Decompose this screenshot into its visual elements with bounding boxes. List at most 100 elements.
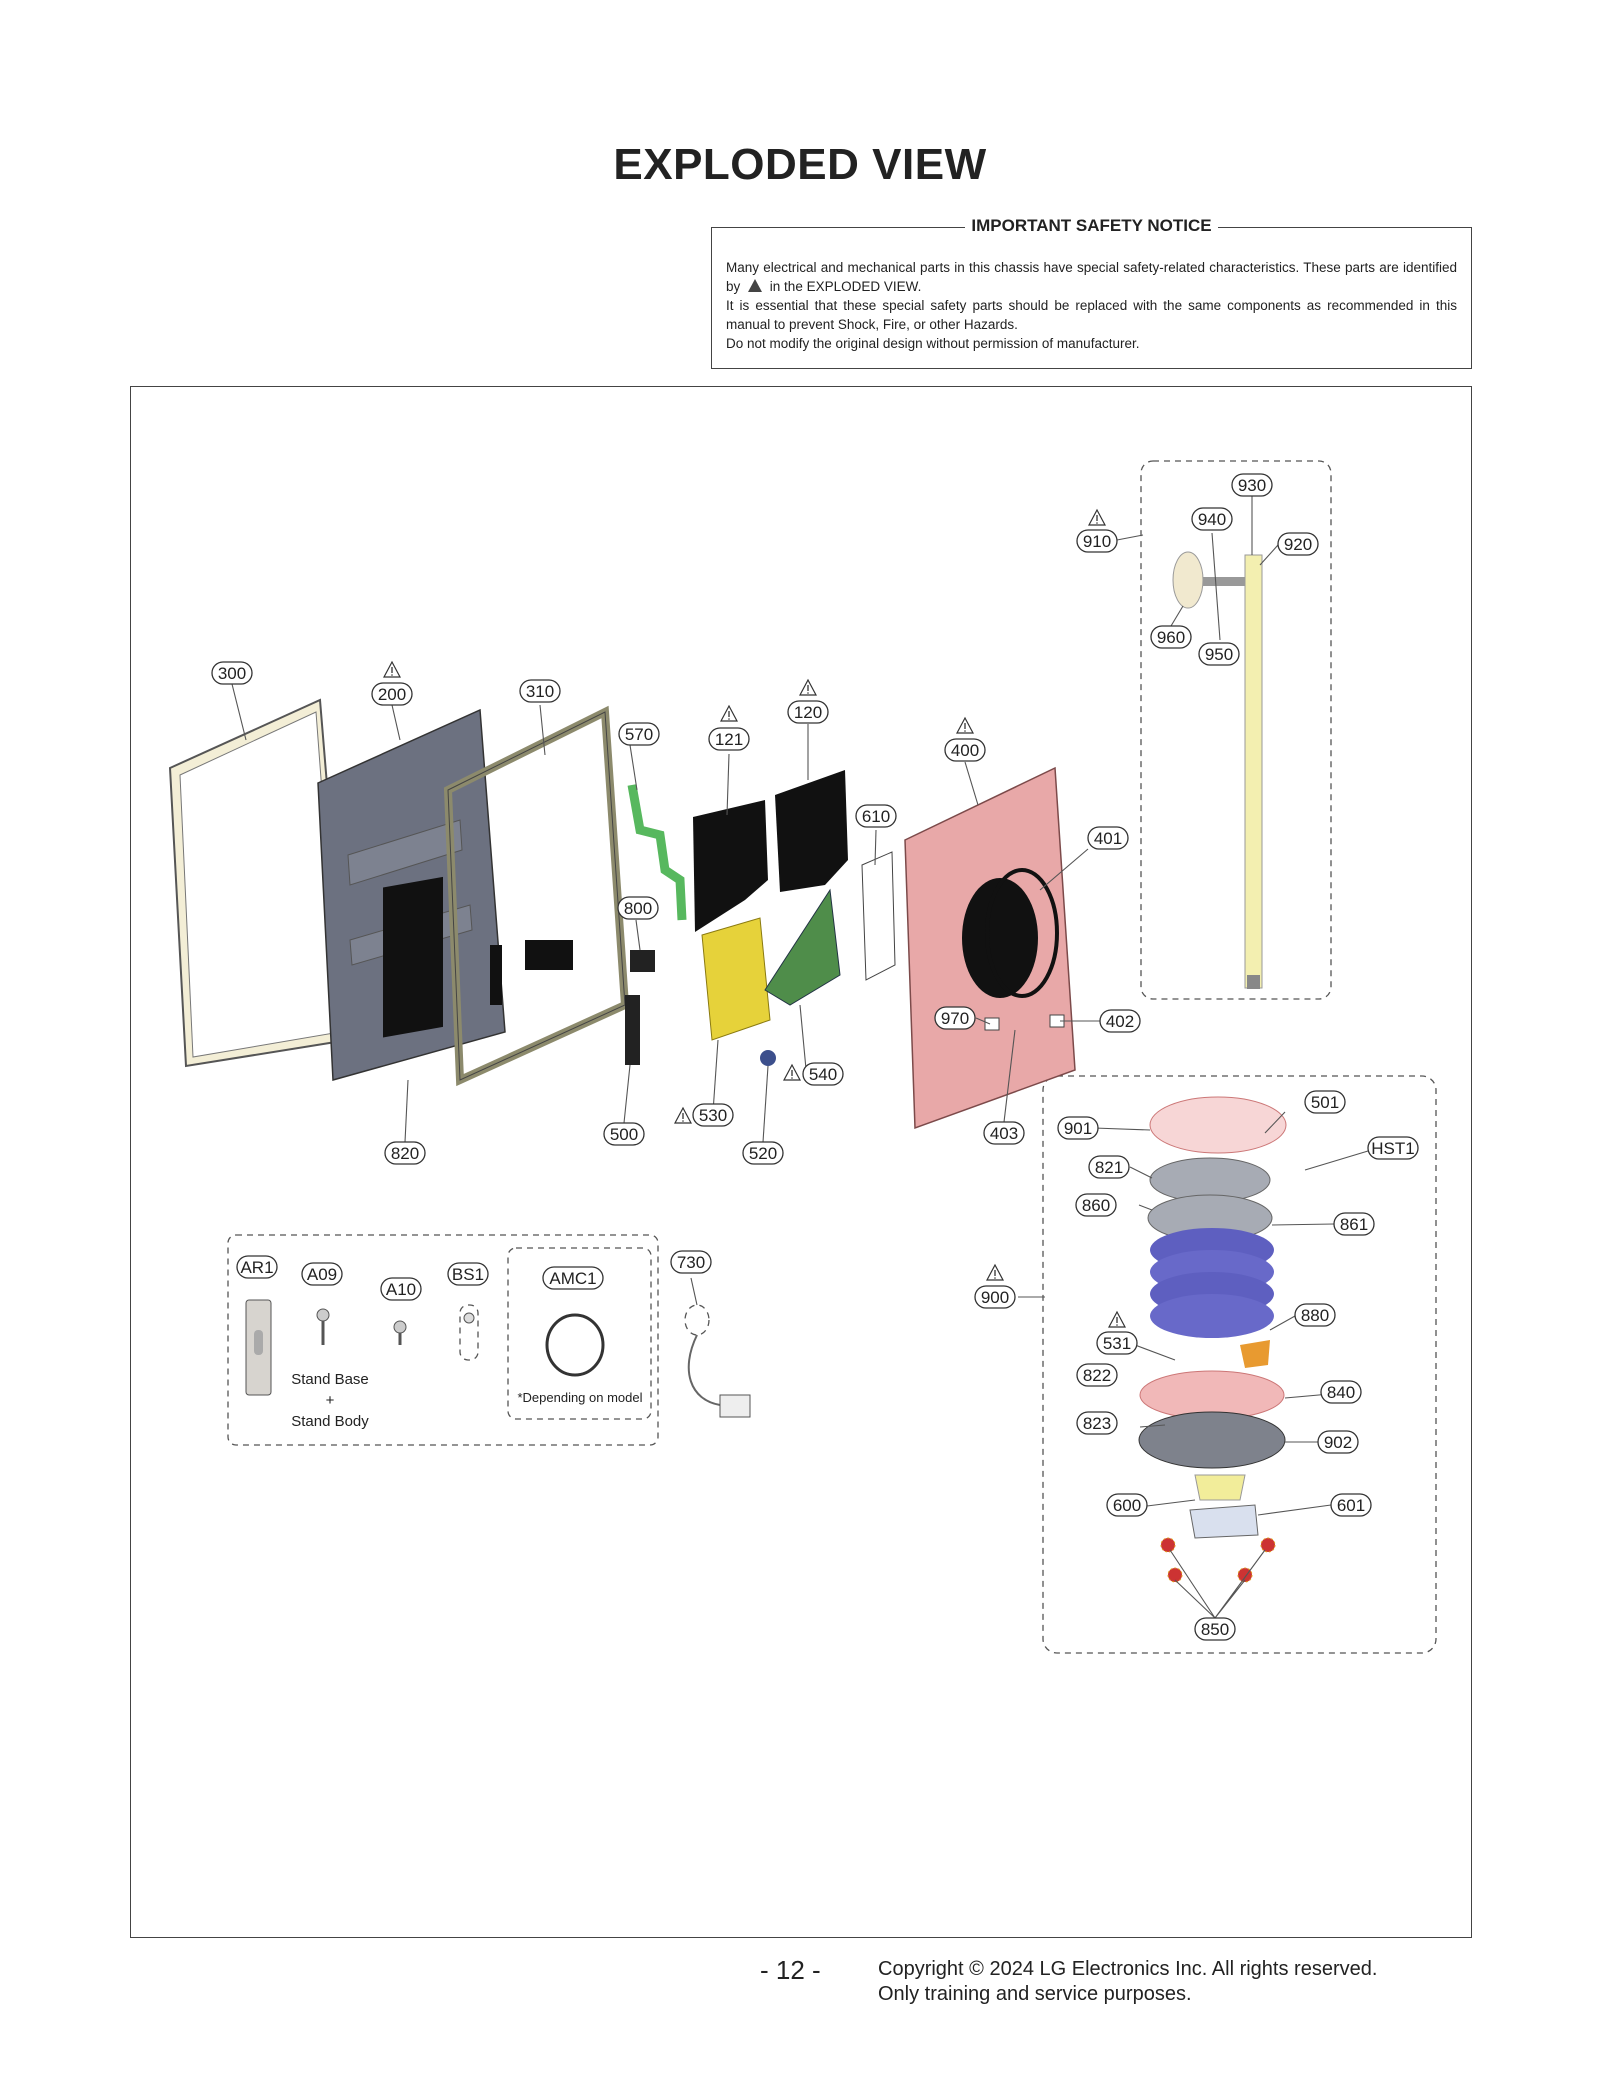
main-shield-part: [775, 770, 848, 892]
power-shield-part: [693, 800, 768, 932]
callout-730: 730: [670, 1250, 712, 1274]
callout-823: 823: [1076, 1411, 1118, 1435]
svg-text:531: 531: [1103, 1334, 1131, 1353]
svg-text:540: 540: [809, 1065, 837, 1084]
callout-540: 540: [783, 1062, 844, 1086]
key-board-part: [625, 995, 640, 1065]
callout-520: 520: [742, 1141, 784, 1165]
callout-402: 402: [1099, 1009, 1141, 1033]
warning-triangle-icon: [748, 279, 763, 292]
callout-121: 121: [708, 705, 750, 751]
svg-text:200: 200: [378, 685, 406, 704]
svg-text:730: 730: [677, 1253, 705, 1272]
copyright-line-2: Only training and service purposes.: [878, 1983, 1192, 2005]
callout-970: 970: [934, 1006, 976, 1030]
svg-text:910: 910: [1083, 532, 1111, 551]
svg-text:601: 601: [1337, 1496, 1365, 1515]
svg-text:400: 400: [951, 741, 979, 760]
svg-text:530: 530: [699, 1106, 727, 1125]
callout-600: 600: [1106, 1493, 1148, 1517]
clamp-part: [545, 1313, 605, 1377]
svg-text:AR1: AR1: [240, 1258, 273, 1277]
callout-570: 570: [618, 722, 660, 746]
svg-text:970: 970: [941, 1009, 969, 1028]
svg-text:901: 901: [1064, 1119, 1092, 1138]
svg-text:AMC1: AMC1: [549, 1269, 596, 1288]
svg-text:920: 920: [1284, 535, 1312, 554]
stand-base-label: Stand Base: [291, 1371, 369, 1388]
callout-860: 860: [1075, 1193, 1117, 1217]
callout-401: 401: [1087, 826, 1129, 850]
callout-950: 950: [1198, 642, 1240, 666]
callout-901: 901: [1057, 1116, 1099, 1140]
svg-text:BS1: BS1: [452, 1265, 484, 1284]
callout-120: 120: [787, 679, 829, 724]
copyright-line-1: Copyright © 2024 LG Electronics Inc. All…: [878, 1958, 1378, 1980]
callout-822: 822: [1076, 1363, 1118, 1387]
callout-310: 310: [519, 679, 561, 703]
svg-text:902: 902: [1324, 1433, 1352, 1452]
power-cord-plug-part: [684, 1304, 710, 1336]
page-number: - 12 -: [760, 1955, 821, 1985]
svg-text:403: 403: [990, 1124, 1018, 1143]
svg-text:930: 930: [1238, 476, 1266, 495]
power-board-part: [701, 917, 771, 1041]
svg-text:120: 120: [794, 703, 822, 722]
notice-line-1: Many electrical and mechanical parts in …: [726, 260, 1457, 294]
callout-BS1: BS1: [447, 1262, 489, 1286]
svg-text:A10: A10: [386, 1280, 416, 1299]
sensor-part: [760, 1050, 776, 1066]
callout-AR1: AR1: [236, 1255, 278, 1279]
svg-text:610: 610: [862, 807, 890, 826]
callout-920: 920: [1277, 532, 1319, 556]
callout-300: 300: [211, 661, 253, 685]
page-title: EXPLODED VIEW: [613, 140, 987, 189]
stand-stack-part: [1138, 1096, 1287, 1583]
svg-text:600: 600: [1113, 1496, 1141, 1515]
callout-501: 501: [1304, 1090, 1346, 1114]
callout-530: 530: [674, 1103, 734, 1127]
accessory-group-box: [227, 1234, 659, 1446]
callout-610: 610: [855, 804, 897, 828]
svg-text:800: 800: [624, 899, 652, 918]
svg-text:402: 402: [1106, 1012, 1134, 1031]
svg-text:850: 850: [1201, 1620, 1229, 1639]
svg-text:900: 900: [981, 1288, 1009, 1307]
svg-text:HST1: HST1: [1371, 1139, 1414, 1158]
svg-text:310: 310: [526, 682, 554, 701]
callout-902: 902: [1317, 1430, 1359, 1454]
svg-text:960: 960: [1157, 628, 1185, 647]
svg-text:820: 820: [391, 1144, 419, 1163]
callout-850: 850: [1194, 1617, 1236, 1641]
svg-text:300: 300: [218, 664, 246, 683]
main-board-part: [764, 888, 841, 1006]
plus-label: +: [326, 1392, 335, 1409]
front-frame-part: [168, 698, 350, 1068]
callout-940: 940: [1191, 507, 1233, 531]
callout-A10: A10: [380, 1277, 422, 1301]
depending-on-model-label: *Depending on model: [517, 1390, 642, 1405]
callout-403: 403: [983, 1121, 1025, 1145]
callout-AMC1: AMC1: [542, 1266, 604, 1290]
svg-text:840: 840: [1327, 1383, 1355, 1402]
callout-500: 500: [603, 1122, 645, 1146]
callout-880: 880: [1294, 1303, 1336, 1327]
callout-900: 900: [974, 1264, 1016, 1309]
callout-531: 531: [1096, 1311, 1138, 1355]
callout-HST1: HST1: [1367, 1136, 1419, 1160]
rear-cover-part: [904, 766, 1076, 1130]
svg-text:501: 501: [1311, 1093, 1339, 1112]
pole-part: [1172, 551, 1263, 989]
display-panel-part: [317, 708, 506, 1081]
leader-lines: [231, 496, 1369, 1619]
svg-text:940: 940: [1198, 510, 1226, 529]
callout-200: 200: [371, 661, 413, 706]
bushing-part: [459, 1304, 479, 1361]
stand-group-box: [1042, 1075, 1437, 1654]
svg-text:401: 401: [1094, 829, 1122, 848]
callout-840: 840: [1320, 1380, 1362, 1404]
callout-820: 820: [384, 1141, 426, 1165]
callout-A09: A09: [301, 1262, 343, 1286]
safety-notice-box: IMPORTANT SAFETY NOTICE Many electrical …: [711, 216, 1472, 369]
